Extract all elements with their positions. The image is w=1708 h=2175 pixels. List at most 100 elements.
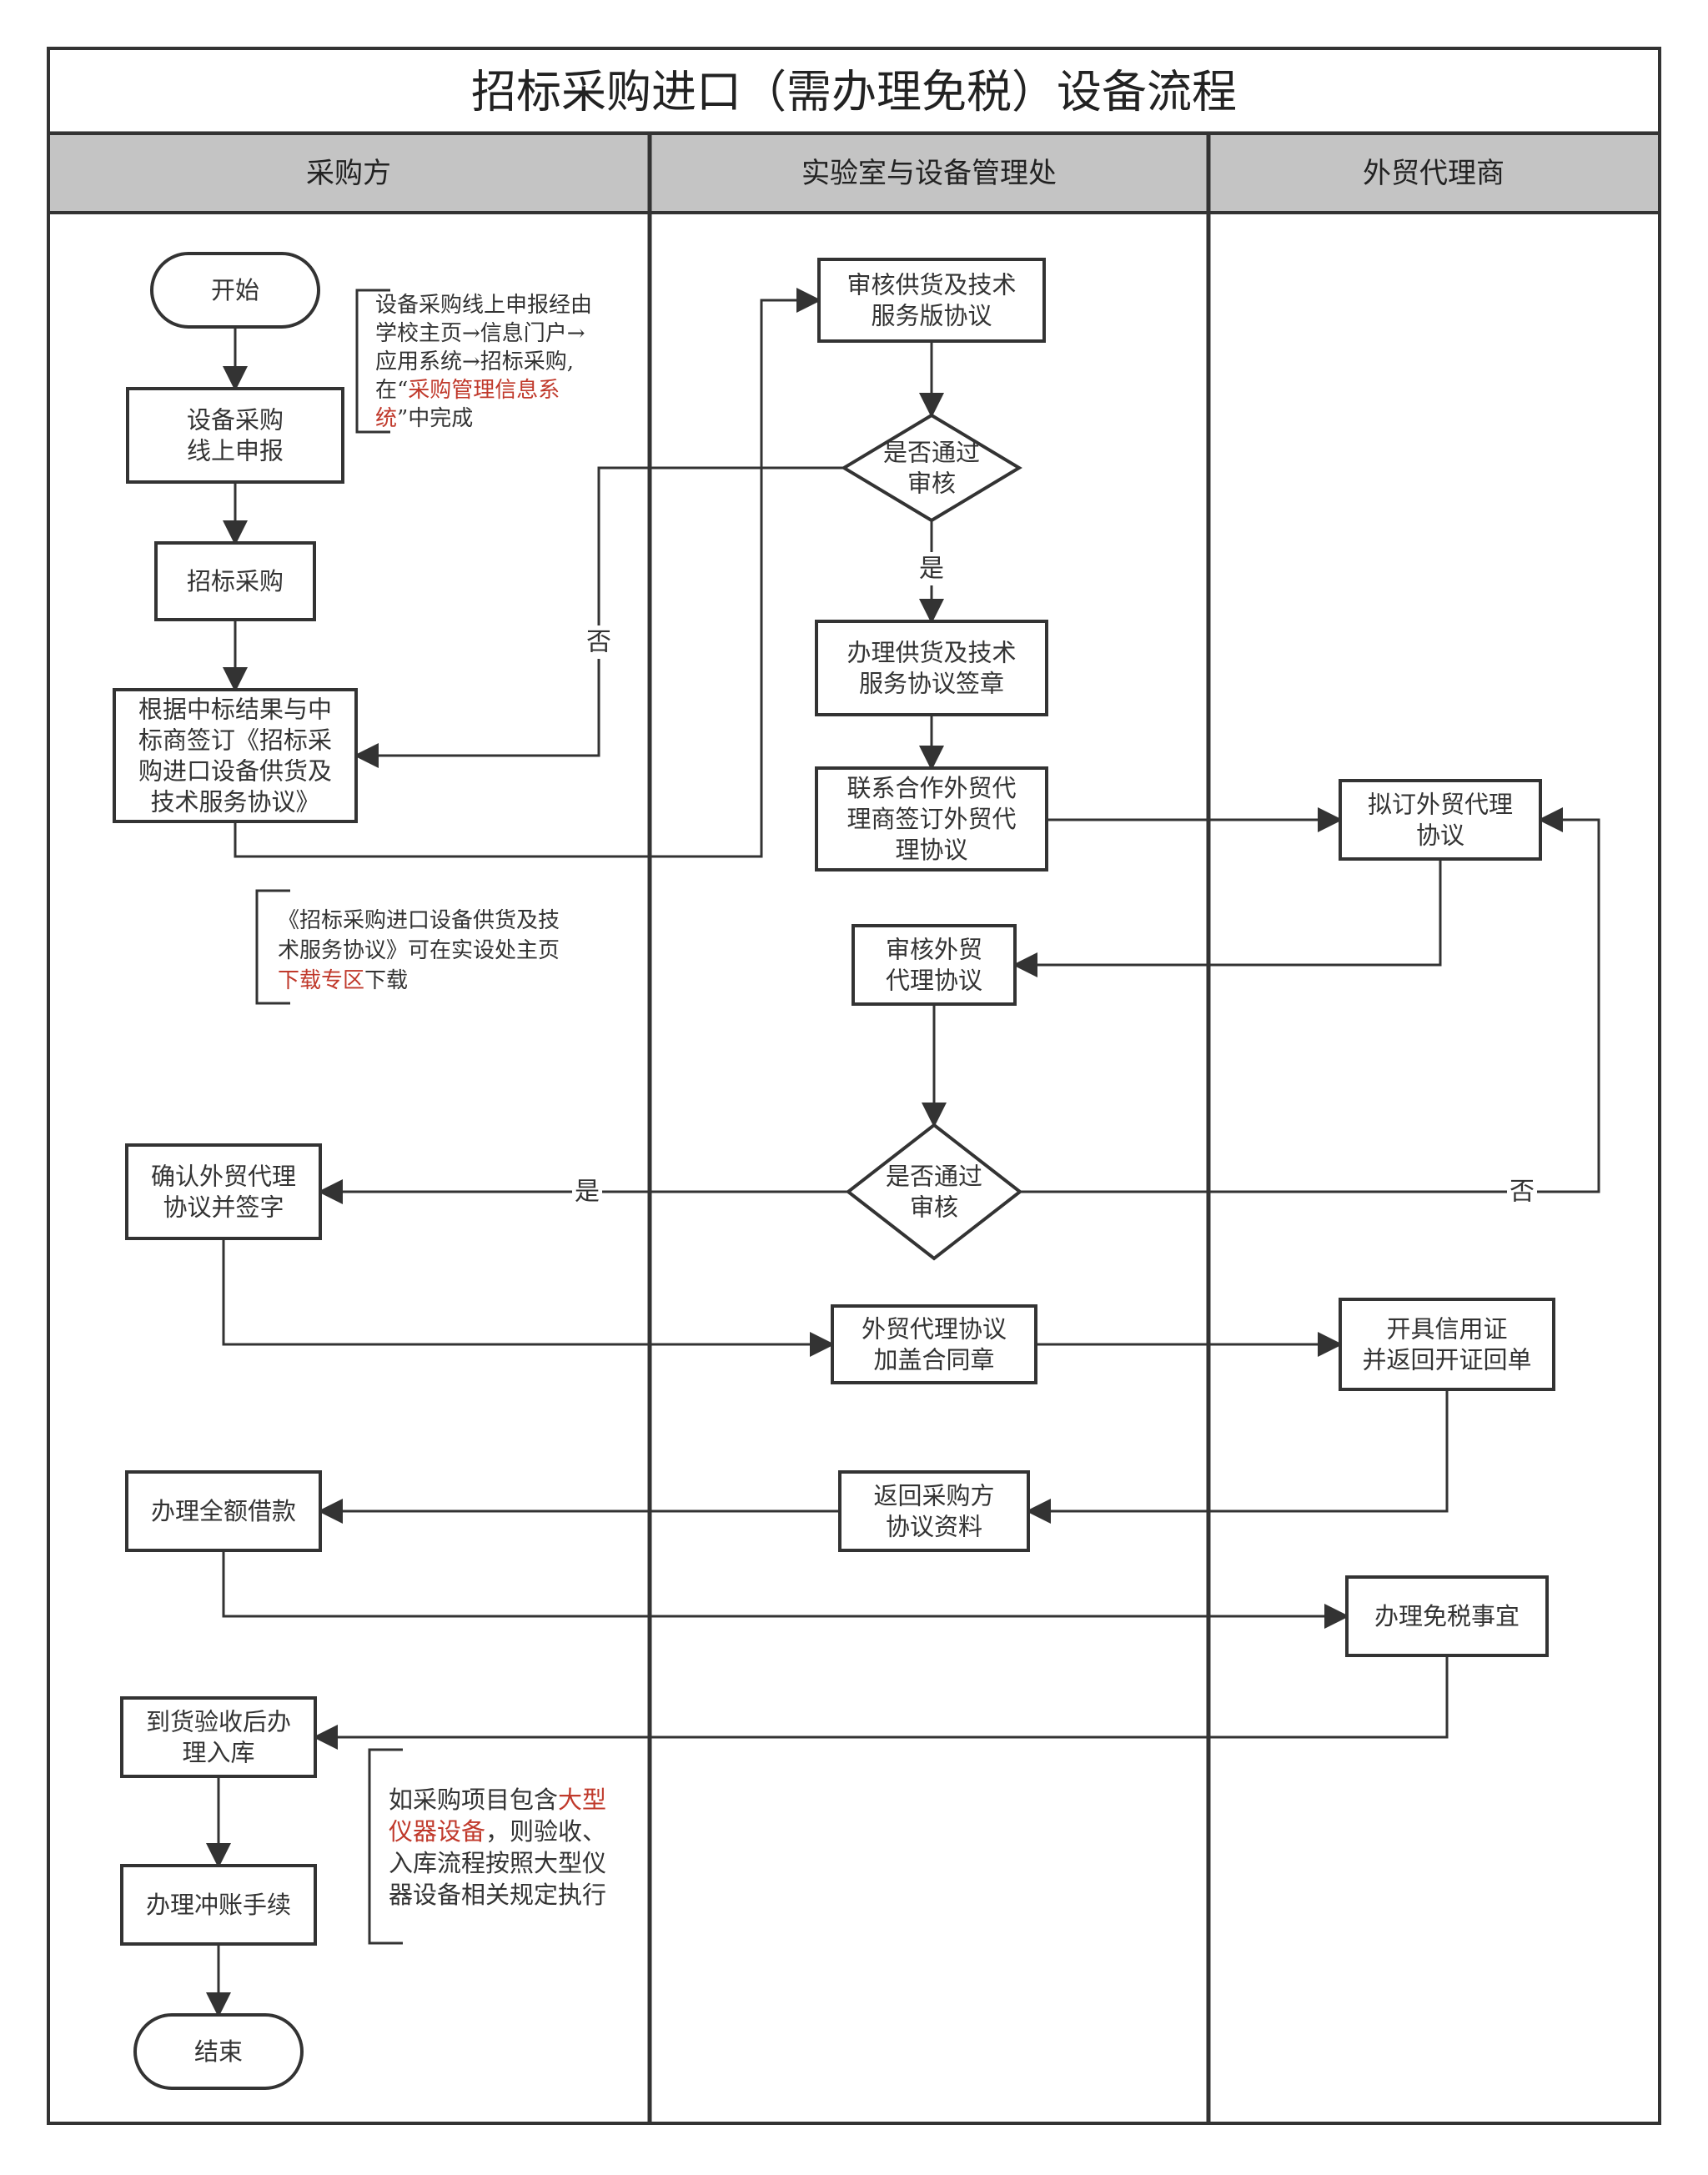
annotation-line: 在“采购管理信息系 bbox=[375, 378, 560, 403]
lane-header-lab-bg bbox=[651, 135, 1207, 212]
node-shape bbox=[1345, 1575, 1549, 1657]
node-label: 审核 bbox=[907, 470, 956, 498]
annotation-text: 《招标采购进口设备供货及技 bbox=[278, 908, 560, 933]
annotation-text: ，则验收、 bbox=[485, 1817, 606, 1846]
node-label: 技术服务协议》 bbox=[150, 788, 319, 816]
node-label: 开具信用证 bbox=[1386, 1315, 1507, 1344]
node-label: 返回采购方 bbox=[873, 1482, 994, 1510]
annotation-bracket bbox=[255, 889, 290, 1005]
node-label: 理协议 bbox=[895, 836, 967, 864]
node-end: 结束 bbox=[133, 2013, 304, 2090]
edge-d2-no-draft bbox=[1020, 807, 1600, 1193]
node-shape bbox=[1339, 1298, 1555, 1391]
node-shape bbox=[845, 1123, 1023, 1261]
node-label: 协议资料 bbox=[886, 1513, 982, 1541]
node-shape bbox=[154, 541, 316, 621]
node-shape bbox=[120, 1696, 317, 1778]
node-start: 开始 bbox=[150, 252, 320, 329]
annotation-bracket bbox=[355, 289, 390, 434]
lane-title-purchaser: 采购方 bbox=[306, 157, 391, 190]
node-label: 外贸代理协议 bbox=[862, 1315, 1007, 1344]
node-tender: 招标采购 bbox=[154, 541, 316, 621]
node-shape bbox=[150, 252, 320, 329]
lane-title-agent: 外贸代理商 bbox=[1363, 157, 1505, 190]
annotation-line: 器设备相关规定执行 bbox=[389, 1881, 606, 1909]
node-label: 购进口设备供货及 bbox=[138, 757, 332, 786]
node-shape bbox=[815, 766, 1048, 872]
annotation-highlight: 统 bbox=[375, 406, 397, 431]
annotation-text: 应用系统→招标采购, bbox=[375, 349, 574, 374]
node-label: 根据中标结果与中 bbox=[138, 696, 332, 724]
annotation-line: 应用系统→招标采购, bbox=[375, 349, 574, 374]
node-shape bbox=[113, 688, 358, 823]
node-label: 协议并签字 bbox=[163, 1193, 284, 1222]
node-label: 开始 bbox=[211, 276, 259, 304]
edge-label-d1-yes: 是 bbox=[919, 555, 944, 584]
node-label: 服务协议签章 bbox=[859, 670, 1004, 698]
annotation-text: 如采购项目包含 bbox=[389, 1786, 558, 1814]
lane-header-purchaser-bg bbox=[50, 135, 648, 212]
node-shape bbox=[126, 387, 344, 484]
annotation-text: 术服务协议》可在实设处主页 bbox=[278, 938, 560, 963]
node-shape bbox=[1339, 779, 1542, 861]
annotation-text: 设备采购线上申报经由 bbox=[375, 293, 592, 318]
nodes: 开始设备采购线上申报招标采购根据中标结果与中标商签订《招标采购进口设备供货及技术… bbox=[113, 252, 1555, 2090]
edge-labels: 是否是否 bbox=[572, 552, 1537, 1208]
node-apply-online: 设备采购线上申报 bbox=[126, 387, 344, 484]
node-label: 线上申报 bbox=[187, 437, 284, 465]
edge-label-d1-no: 否 bbox=[586, 628, 611, 657]
edge-d1-no-sign bbox=[354, 466, 844, 768]
node-shape bbox=[815, 620, 1048, 716]
node-label: 结束 bbox=[194, 2037, 243, 2066]
edge-tax-warehouse bbox=[313, 1655, 1449, 1750]
node-shape bbox=[851, 924, 1017, 1006]
edge-label-d2-yes: 是 bbox=[575, 1178, 600, 1207]
node-shape bbox=[125, 1143, 322, 1240]
notes: 设备采购线上申报经由学校主页→信息门户→应用系统→招标采购,在“采购管理信息系统… bbox=[255, 289, 606, 1945]
edge-label-bg-d1_yes bbox=[917, 552, 947, 585]
node-label: 办理全额借款 bbox=[151, 1497, 296, 1525]
node-label: 协议 bbox=[1416, 821, 1464, 850]
annotation-line: 入库流程按照大型仪 bbox=[389, 1849, 606, 1877]
node-label: 是否通过 bbox=[883, 439, 980, 467]
node-label: 加盖合同章 bbox=[873, 1346, 994, 1374]
edge-confirm-seal bbox=[222, 1238, 835, 1357]
lane-header-agent-bg bbox=[1210, 135, 1658, 212]
annotation-line: 仪器设备，则验收、 bbox=[389, 1817, 606, 1846]
node-label: 是否通过 bbox=[886, 1163, 982, 1191]
annotation-text: 入库流程按照大型仪 bbox=[389, 1849, 606, 1877]
annotation-line: 下载专区下载 bbox=[278, 968, 408, 993]
node-shape bbox=[817, 258, 1046, 343]
annotation-highlight: 下载专区 bbox=[278, 968, 364, 993]
annotation-highlight: 采购管理信息系 bbox=[408, 378, 560, 403]
node-shape bbox=[841, 413, 1022, 523]
annotation-bracket bbox=[368, 1748, 403, 1945]
node-label: 办理免税事宜 bbox=[1374, 1602, 1520, 1630]
node-loan: 办理全额借款 bbox=[125, 1470, 322, 1552]
annotation-text: 器设备相关规定执行 bbox=[389, 1881, 606, 1909]
edge-label-d2-no: 否 bbox=[1510, 1178, 1535, 1207]
node-shape bbox=[120, 1864, 317, 1946]
edge-credit-return bbox=[1026, 1389, 1449, 1524]
annotation-highlight: 大型 bbox=[558, 1786, 606, 1814]
node-label: 审核 bbox=[910, 1193, 958, 1222]
annotation-line: 如采购项目包含大型 bbox=[389, 1786, 606, 1814]
node-label: 拟订外贸代理 bbox=[1368, 791, 1513, 819]
node-label: 理商签订外贸代 bbox=[846, 805, 1016, 833]
node-label: 并返回开证回单 bbox=[1362, 1346, 1531, 1374]
node-label: 审核外贸 bbox=[886, 936, 982, 964]
annotation-text: 下载 bbox=[364, 968, 408, 993]
lane-title-lab: 实验室与设备管理处 bbox=[801, 157, 1057, 190]
annotation-line: 设备采购线上申报经由 bbox=[375, 293, 592, 318]
annotation-line: 《招标采购进口设备供货及技 bbox=[278, 908, 560, 933]
node-tax-exempt: 办理免税事宜 bbox=[1345, 1575, 1549, 1657]
node-shape bbox=[831, 1304, 1037, 1384]
